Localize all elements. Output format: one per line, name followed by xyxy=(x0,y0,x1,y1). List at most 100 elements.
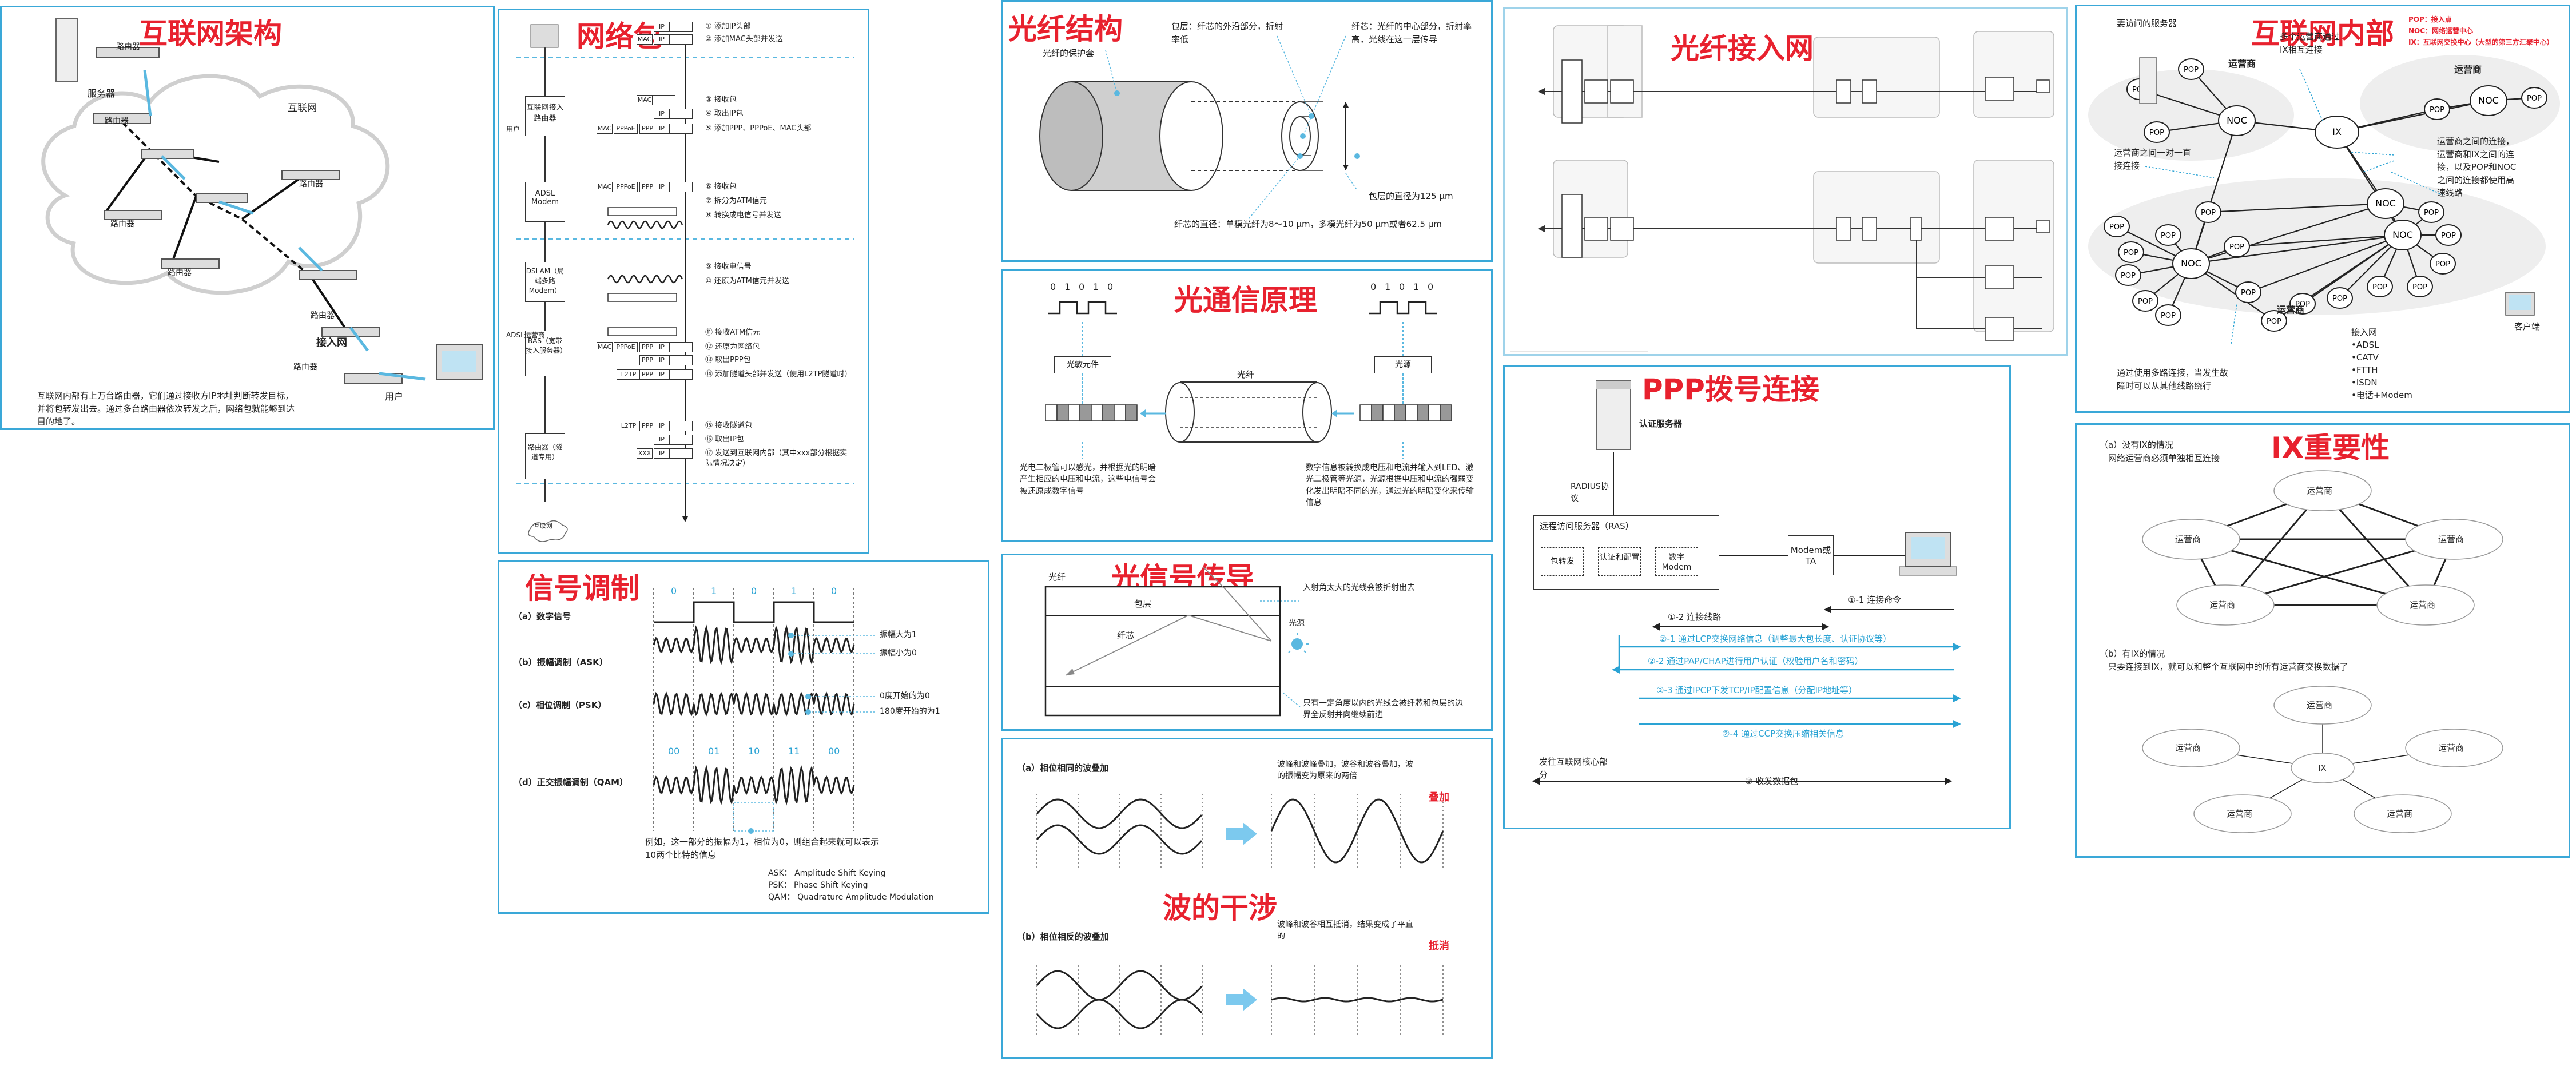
pop-label: POP xyxy=(2424,209,2439,217)
wave-flat xyxy=(1271,997,1444,1003)
packet-header-ip: IP xyxy=(654,124,670,134)
packet-payload xyxy=(670,124,693,134)
ppp-radius: RADIUS协议 xyxy=(1571,482,1609,503)
pop-node xyxy=(2155,224,2181,246)
pop-node xyxy=(2115,264,2141,286)
fiber-cladding: 包层：纤芯的外沿部分，折射率低 xyxy=(1171,21,1283,45)
ix-label: IX xyxy=(2332,126,2342,137)
label-adsl-isp: ADSL运营商 xyxy=(506,331,545,339)
packet-header-ppp: PPP xyxy=(639,124,655,134)
pop-node xyxy=(2155,304,2181,326)
bit: 0 xyxy=(1370,281,1377,292)
pop-node xyxy=(2407,276,2433,297)
label-router-1: 路由器 xyxy=(116,42,140,51)
noc-node xyxy=(2218,105,2256,136)
ppp-title: PPP拨号连接 xyxy=(1642,373,1819,406)
packet-step-6: ⑥ 接收包 xyxy=(705,182,737,191)
note-ph0: 0度开始的为0 xyxy=(880,691,930,701)
cell xyxy=(1428,404,1441,421)
note-amp0: 振幅小为0 xyxy=(880,649,917,658)
fiber-core: 纤芯：光纤的中心部分，折射率高，光线在这一层传导 xyxy=(1351,21,1472,45)
cell xyxy=(1079,404,1092,421)
interference-a-note: 波峰和波峰叠加，波谷和波谷叠加，波的振幅变为原来的两倍 xyxy=(1277,760,1413,781)
isp-3: 运营商 xyxy=(2277,304,2305,315)
isp-node xyxy=(2405,519,2503,560)
noc-label: NOC xyxy=(2478,95,2499,106)
ix-label: IX xyxy=(2318,763,2327,773)
pop-label: POP xyxy=(2332,295,2347,303)
cell xyxy=(1417,404,1429,421)
prop-note-1: 入射角太大的光线会被折射出去 xyxy=(1303,583,1415,592)
isp-1: 运营商 xyxy=(2228,58,2256,69)
note-amp1: 振幅大为1 xyxy=(880,630,917,639)
isp-label: 运营商 xyxy=(2175,743,2201,753)
access-item: •CATV xyxy=(2351,352,2379,363)
packet-step-12: ⑫ 还原为网络包 xyxy=(705,343,760,351)
isp-node xyxy=(2142,519,2240,560)
pop-label: POP xyxy=(2161,232,2176,240)
link xyxy=(2191,234,2403,265)
packet-header-l2tp: L2TP xyxy=(617,421,641,431)
isp-node xyxy=(2193,794,2292,833)
packet-header-ppp: PPP xyxy=(639,421,655,431)
label-router-3: 路由器 xyxy=(299,180,323,189)
access-item: •电话+Modem xyxy=(2351,390,2412,400)
pop-node xyxy=(2261,310,2287,332)
isp-label: 运营商 xyxy=(2387,809,2413,819)
signal-bit: 1 xyxy=(711,586,717,596)
pop-node xyxy=(2144,121,2170,143)
packet-header-mac: MAC xyxy=(597,342,613,352)
inside-note-4: 通过使用多路连接，当发生故障时可以从其他线路绕行 xyxy=(2117,368,2229,391)
optical-fiber-label: 光纤 xyxy=(1237,369,1255,380)
ras-label: 远程访问服务器（RAS） xyxy=(1540,521,1634,531)
ix-b-sub: 只要连接到IX，就可以和整个互联网中的所有运营商交换数据了 xyxy=(2108,662,2348,672)
pop-node xyxy=(2104,216,2130,237)
card-tab xyxy=(1004,261,1014,262)
isp-label: 运营商 xyxy=(2438,534,2464,544)
cell xyxy=(1371,404,1384,421)
fiber-diagram xyxy=(1039,35,1360,220)
label-access: 接入网 xyxy=(316,337,347,349)
packet-step-17: ⑰ 发送到互联网内部（其中xxx部分根据实际情况决定） xyxy=(705,449,848,468)
card-ftth: 光纤接入网 xyxy=(1503,7,2068,356)
card-tab xyxy=(2078,412,2088,413)
fiber-title: 光纤结构 xyxy=(1008,13,1123,46)
inside-title: 互联网内部 xyxy=(2251,17,2394,50)
pop-label: POP xyxy=(2527,94,2542,103)
pop-label: POP xyxy=(2184,66,2199,74)
inside-diagram: POPPOPPOPNOCIXPOPNOCPOPPOPPOPPOPPOPPOPPO… xyxy=(2088,55,2560,344)
ppp-step-2-4: ②-4 通过CCP交换压缩相关信息 xyxy=(1722,729,1844,739)
cell xyxy=(1091,404,1103,421)
row-qam: （d）正交振幅调制（QAM） xyxy=(514,777,629,787)
ras-forward: 包转发 xyxy=(1541,547,1584,576)
interference-title: 波的干涉 xyxy=(1163,892,1277,925)
pop-node xyxy=(2430,253,2456,275)
ix-a: （a）没有IX的情况 xyxy=(2100,440,2173,450)
internet-arch-title: 互联网架构 xyxy=(139,17,282,50)
prop-clad-label: 包层 xyxy=(1134,599,1152,609)
legend-item: IX：互联网交换中心（大型的第三方汇聚中心） xyxy=(2408,38,2554,46)
wave-a2 xyxy=(1036,824,1203,855)
pop-label: POP xyxy=(2121,272,2136,280)
label-user-side: 用户 xyxy=(506,125,520,133)
packet-payload xyxy=(670,448,693,459)
qam-bit-pair: 11 xyxy=(788,746,800,757)
packet-payload xyxy=(670,435,693,445)
packet-header-pppoe: PPPoE xyxy=(614,124,638,134)
ppp-auth: 认证服务器 xyxy=(1639,419,1683,429)
bit: 0 xyxy=(1107,281,1114,292)
label-router-4: 路由器 xyxy=(110,220,134,229)
card-network-packet: 网络包 互联网接入路由器 ADSL Modem DSLAM（局端多路Modem）… xyxy=(498,9,869,554)
row-ask: （b）振幅调制（ASK） xyxy=(514,657,608,667)
optical-left-note: 光电二极管可以感光，并根据光的明暗产生相应的电压和电流，这些电信号会被还原成数字… xyxy=(1020,463,1156,496)
bit: 1 xyxy=(1413,281,1420,292)
packet-step-5: ⑤ 添加PPP、PPPoE、MAC头部 xyxy=(705,124,812,133)
optical-right-note: 数字信息被转换成电压和电流并输入到LED、激光二极管等光源，光源根据电压和电流的… xyxy=(1306,463,1474,507)
isp-label: 运营商 xyxy=(2307,486,2333,496)
packet-payload xyxy=(670,22,693,32)
noc-node xyxy=(2172,248,2210,279)
fiber-dia-core: 纤芯的直径：单模光纤为8～10 μm，多模光纤为50 μm或者62.5 μm xyxy=(1174,219,1442,229)
pop-node xyxy=(2327,287,2353,309)
isp-2: 运营商 xyxy=(2454,64,2482,75)
